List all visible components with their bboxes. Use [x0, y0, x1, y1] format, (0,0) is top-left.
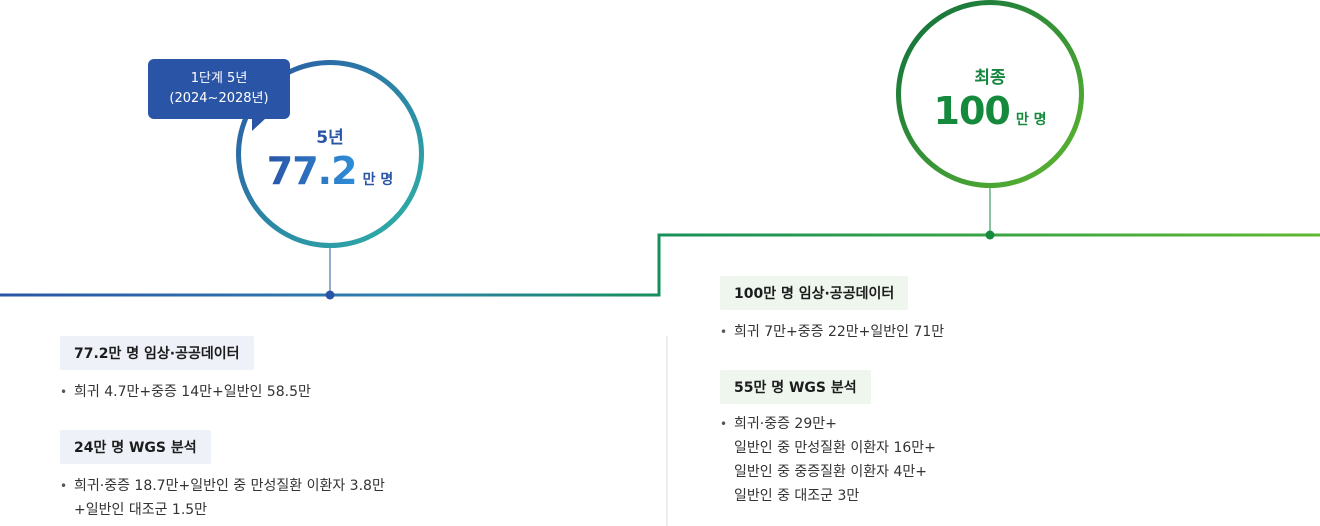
- stage1-circle-value: 77.2 만 명: [267, 152, 393, 190]
- final-bullet-wgs-line-4: 일반인 중 대조군 3만: [734, 488, 860, 504]
- stage1-marker: [325, 290, 335, 300]
- stage1-bubble-title: 1단계 5년: [190, 71, 248, 86]
- final-bullet-wgs-line-2: 일반인 중 만성질환 이환자 16만+: [734, 440, 936, 456]
- timeline-step-line: [0, 233, 1320, 297]
- final-marker: [985, 230, 995, 240]
- stage1-bullet-clinical-line: 희귀 4.7만+중증 14만+일반인 58.5만: [74, 384, 311, 400]
- stage1-bullet-wgs-line-1: 희귀·중증 18.7만+일반인 중 만성질환 이환자 3.8만: [74, 478, 385, 494]
- stage1-bullet-wgs: 희귀·중증 18.7만+일반인 중 만성질환 이환자 3.8만 +일반인 대조군…: [60, 474, 385, 522]
- final-circle-value: 100 만 명: [934, 92, 1047, 130]
- stage1-bullet-clinical: 희귀 4.7만+중증 14만+일반인 58.5만: [60, 380, 311, 404]
- final-circle-label: 최종: [974, 67, 1006, 88]
- stage1-bubble: 1단계 5년 (2024~2028년): [148, 59, 290, 131]
- final-bullet-clinical: 희귀 7만+중증 22만+일반인 71만: [720, 320, 944, 344]
- final-tag-wgs: 55만 명 WGS 분석: [720, 370, 871, 404]
- final-bullet-wgs-line-3: 일반인 중 중증질환 이환자 4만+: [734, 464, 927, 480]
- stage1-circle-label: 5년: [316, 127, 344, 148]
- final-bullet-wgs: 희귀·중증 29만+ 일반인 중 만성질환 이환자 16만+ 일반인 중 중증질…: [720, 412, 936, 508]
- final-bullet-wgs-line-1: 희귀·중증 29만+: [734, 416, 837, 432]
- final-circle-number: 100: [933, 88, 1011, 133]
- final-bullet-clinical-line: 희귀 7만+중증 22만+일반인 71만: [734, 324, 945, 340]
- stage1-tag-clinical: 77.2만 명 임상·공공데이터: [60, 336, 254, 370]
- stage1-bullet-wgs-line-2: +일반인 대조군 1.5만: [74, 502, 208, 518]
- stage1-circle: 5년 77.2 만 명: [236, 60, 424, 248]
- final-tag-clinical: 100만 명 임상·공공데이터: [720, 276, 909, 310]
- final-circle-unit: 만 명: [1015, 111, 1047, 128]
- stage1-tag-wgs: 24만 명 WGS 분석: [60, 430, 211, 464]
- stage1-circle-unit: 만 명: [362, 171, 394, 188]
- final-circle: 최종 100 만 명: [896, 0, 1084, 188]
- stage1-circle-number: 77.2: [266, 148, 358, 193]
- stage1-bubble-period: (2024~2028년): [169, 91, 269, 106]
